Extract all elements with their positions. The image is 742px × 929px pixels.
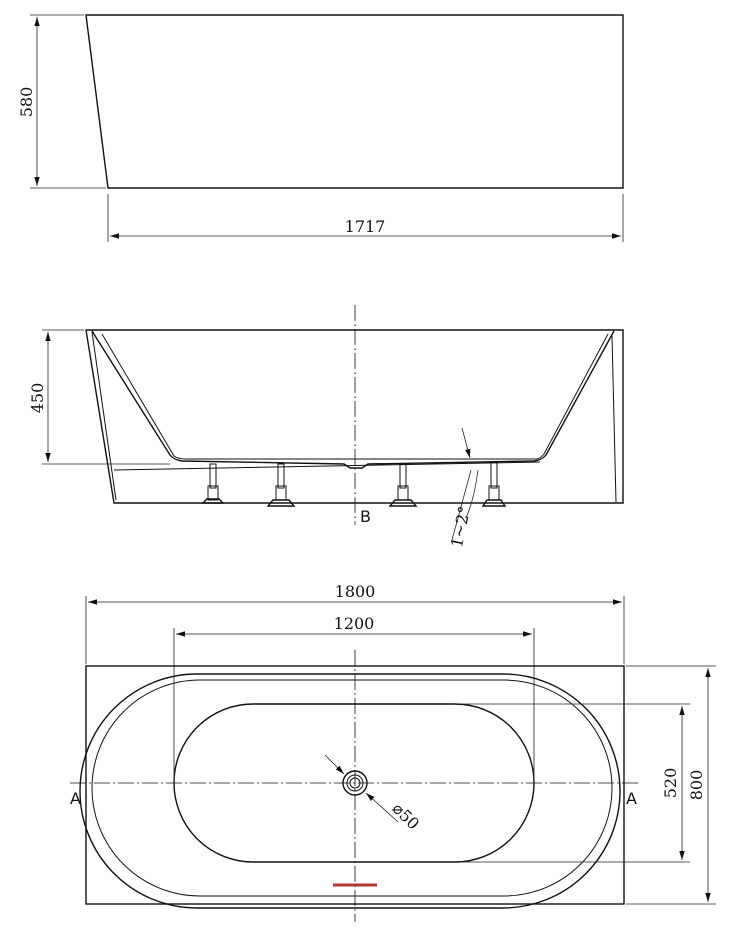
drain-leader-in bbox=[324, 754, 345, 775]
front-outer-outline bbox=[85, 329, 624, 504]
side-view-outline bbox=[85, 14, 624, 189]
section-label-a-left: A bbox=[70, 789, 81, 808]
front-inner-wall-line bbox=[611, 335, 617, 503]
dim-label-520: 520 bbox=[661, 768, 680, 799]
slope-leader bbox=[451, 469, 472, 541]
section-label-a-right: A bbox=[626, 789, 637, 808]
section-label-b: B bbox=[360, 507, 371, 526]
dim-label-1200: 1200 bbox=[334, 614, 375, 633]
dim-label-1800: 1800 bbox=[335, 582, 376, 601]
dim-label-580: 580 bbox=[17, 87, 36, 118]
plan-view: A A ⌀50 1800 1200 520 800 bbox=[70, 582, 716, 922]
slope-arc bbox=[465, 469, 479, 519]
adjustable-foot bbox=[388, 463, 418, 507]
drain-icon bbox=[342, 770, 368, 796]
dim-label-1717: 1717 bbox=[345, 217, 386, 236]
front-section-view: B 450 1~2° bbox=[28, 305, 624, 549]
front-basin-inner-line bbox=[101, 333, 609, 460]
front-inner-wall-line bbox=[91, 331, 117, 501]
adjustable-foot bbox=[201, 463, 225, 504]
dim-label-slope: 1~2° bbox=[447, 504, 474, 549]
front-basin-outline bbox=[91, 330, 615, 469]
adjustable-feet bbox=[201, 461, 507, 507]
drain-leader-out bbox=[365, 792, 399, 823]
adjustable-foot bbox=[266, 463, 296, 507]
plan-rim-outer bbox=[79, 673, 621, 909]
plan-rim-inner bbox=[91, 679, 613, 897]
dim-label-450: 450 bbox=[28, 383, 47, 414]
slope-arrow bbox=[461, 427, 471, 459]
dim-label-drain: ⌀50 bbox=[389, 799, 424, 834]
adjustable-foot bbox=[481, 461, 507, 507]
side-view: 580 1717 bbox=[17, 14, 624, 242]
front-floor-line bbox=[113, 461, 541, 471]
dim-label-800: 800 bbox=[687, 770, 706, 801]
